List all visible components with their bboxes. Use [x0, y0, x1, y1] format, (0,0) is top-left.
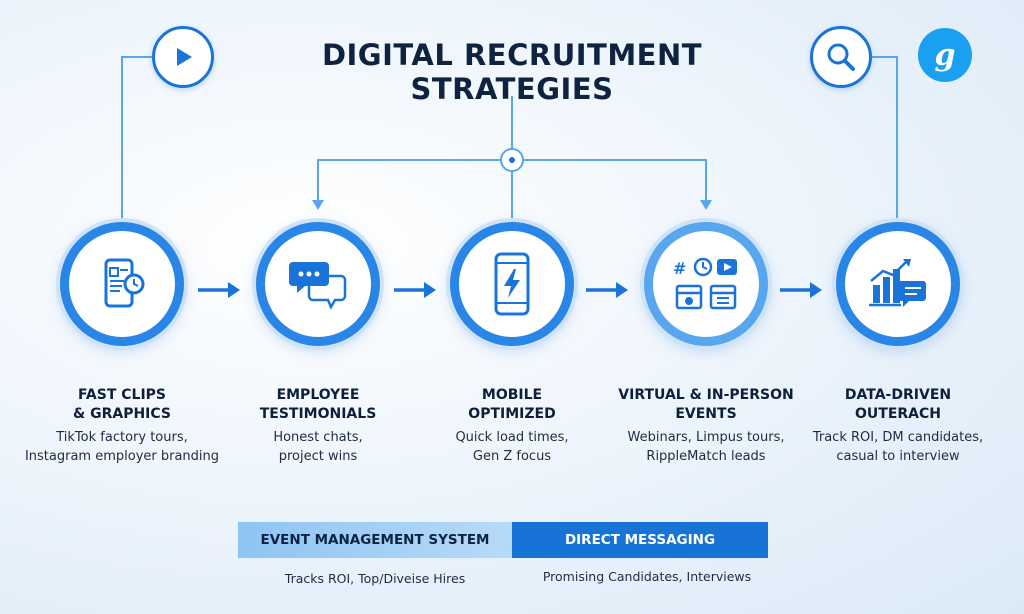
step-title: FAST CLIPS & GRAPHICS: [73, 387, 171, 422]
arrow-right-icon: [780, 282, 822, 298]
step-ring: #: [644, 222, 768, 346]
event-management-system-bar: EVENT MANAGEMENT SYSTEM: [238, 522, 512, 558]
arrowhead-step4: [700, 200, 712, 210]
arrow-right-icon: [394, 282, 436, 298]
arrow-right-icon: [586, 282, 628, 298]
event-management-note: Tracks ROI, Top/Diveise Hires: [284, 571, 466, 586]
chat-bubbles-icon: [289, 262, 347, 310]
step-title: DATA-DRIVEN OUTERACH: [844, 387, 952, 422]
connector-search-to-step5: [872, 56, 898, 222]
step-description: Honest chats, project wins: [273, 430, 363, 464]
arrowhead-step2: [312, 200, 324, 210]
search-button[interactable]: [810, 26, 872, 88]
direct-messaging-bar: DIRECT MESSAGING: [512, 522, 768, 558]
brand-logo-letter: g: [934, 37, 956, 73]
search-icon: [827, 43, 855, 71]
direct-messaging-label: DIRECT MESSAGING: [564, 532, 716, 548]
phone-clock-icon: [104, 258, 145, 308]
step-title: MOBILE OPTIMIZED: [468, 387, 556, 422]
connector-hub-to-step2: [317, 159, 500, 200]
events-icon: #: [673, 257, 737, 310]
step-title: EMPLOYEE TESTIMONIALS: [259, 387, 377, 422]
direct-messaging-note: Promising Candidates, Interviews: [542, 569, 752, 584]
svg-text:#: #: [673, 259, 686, 278]
step-description: TikTok factory tours, Instagram employer…: [24, 430, 220, 464]
event-management-system-label: EVENT MANAGEMENT SYSTEM: [260, 532, 490, 548]
connector-hub-to-step4: [524, 159, 707, 200]
chart-message-icon: [869, 259, 926, 307]
play-icon: [177, 48, 192, 66]
step-description: Webinars, Limpus tours, RippleMatch lead…: [627, 430, 785, 464]
step-ring: [256, 222, 380, 346]
step-description: Track ROI, DM candidates, casual to inte…: [812, 430, 984, 464]
hub-node-dot: [509, 157, 515, 163]
brand-logo-icon[interactable]: g: [918, 28, 972, 82]
step-title: VIRTUAL & IN-PERSON EVENTS: [618, 387, 794, 422]
step-description: Quick load times, Gen Z focus: [455, 430, 569, 464]
connector-play-to-step1: [121, 56, 152, 222]
phone-bolt-icon: [494, 252, 530, 316]
arrow-right-icon: [198, 282, 240, 298]
play-button[interactable]: [152, 26, 214, 88]
step-ring: [450, 222, 574, 346]
step-ring: [60, 222, 184, 346]
step-ring: [836, 222, 960, 346]
page-title: DIGITAL RECRUITMENT STRATEGIES: [321, 38, 703, 106]
